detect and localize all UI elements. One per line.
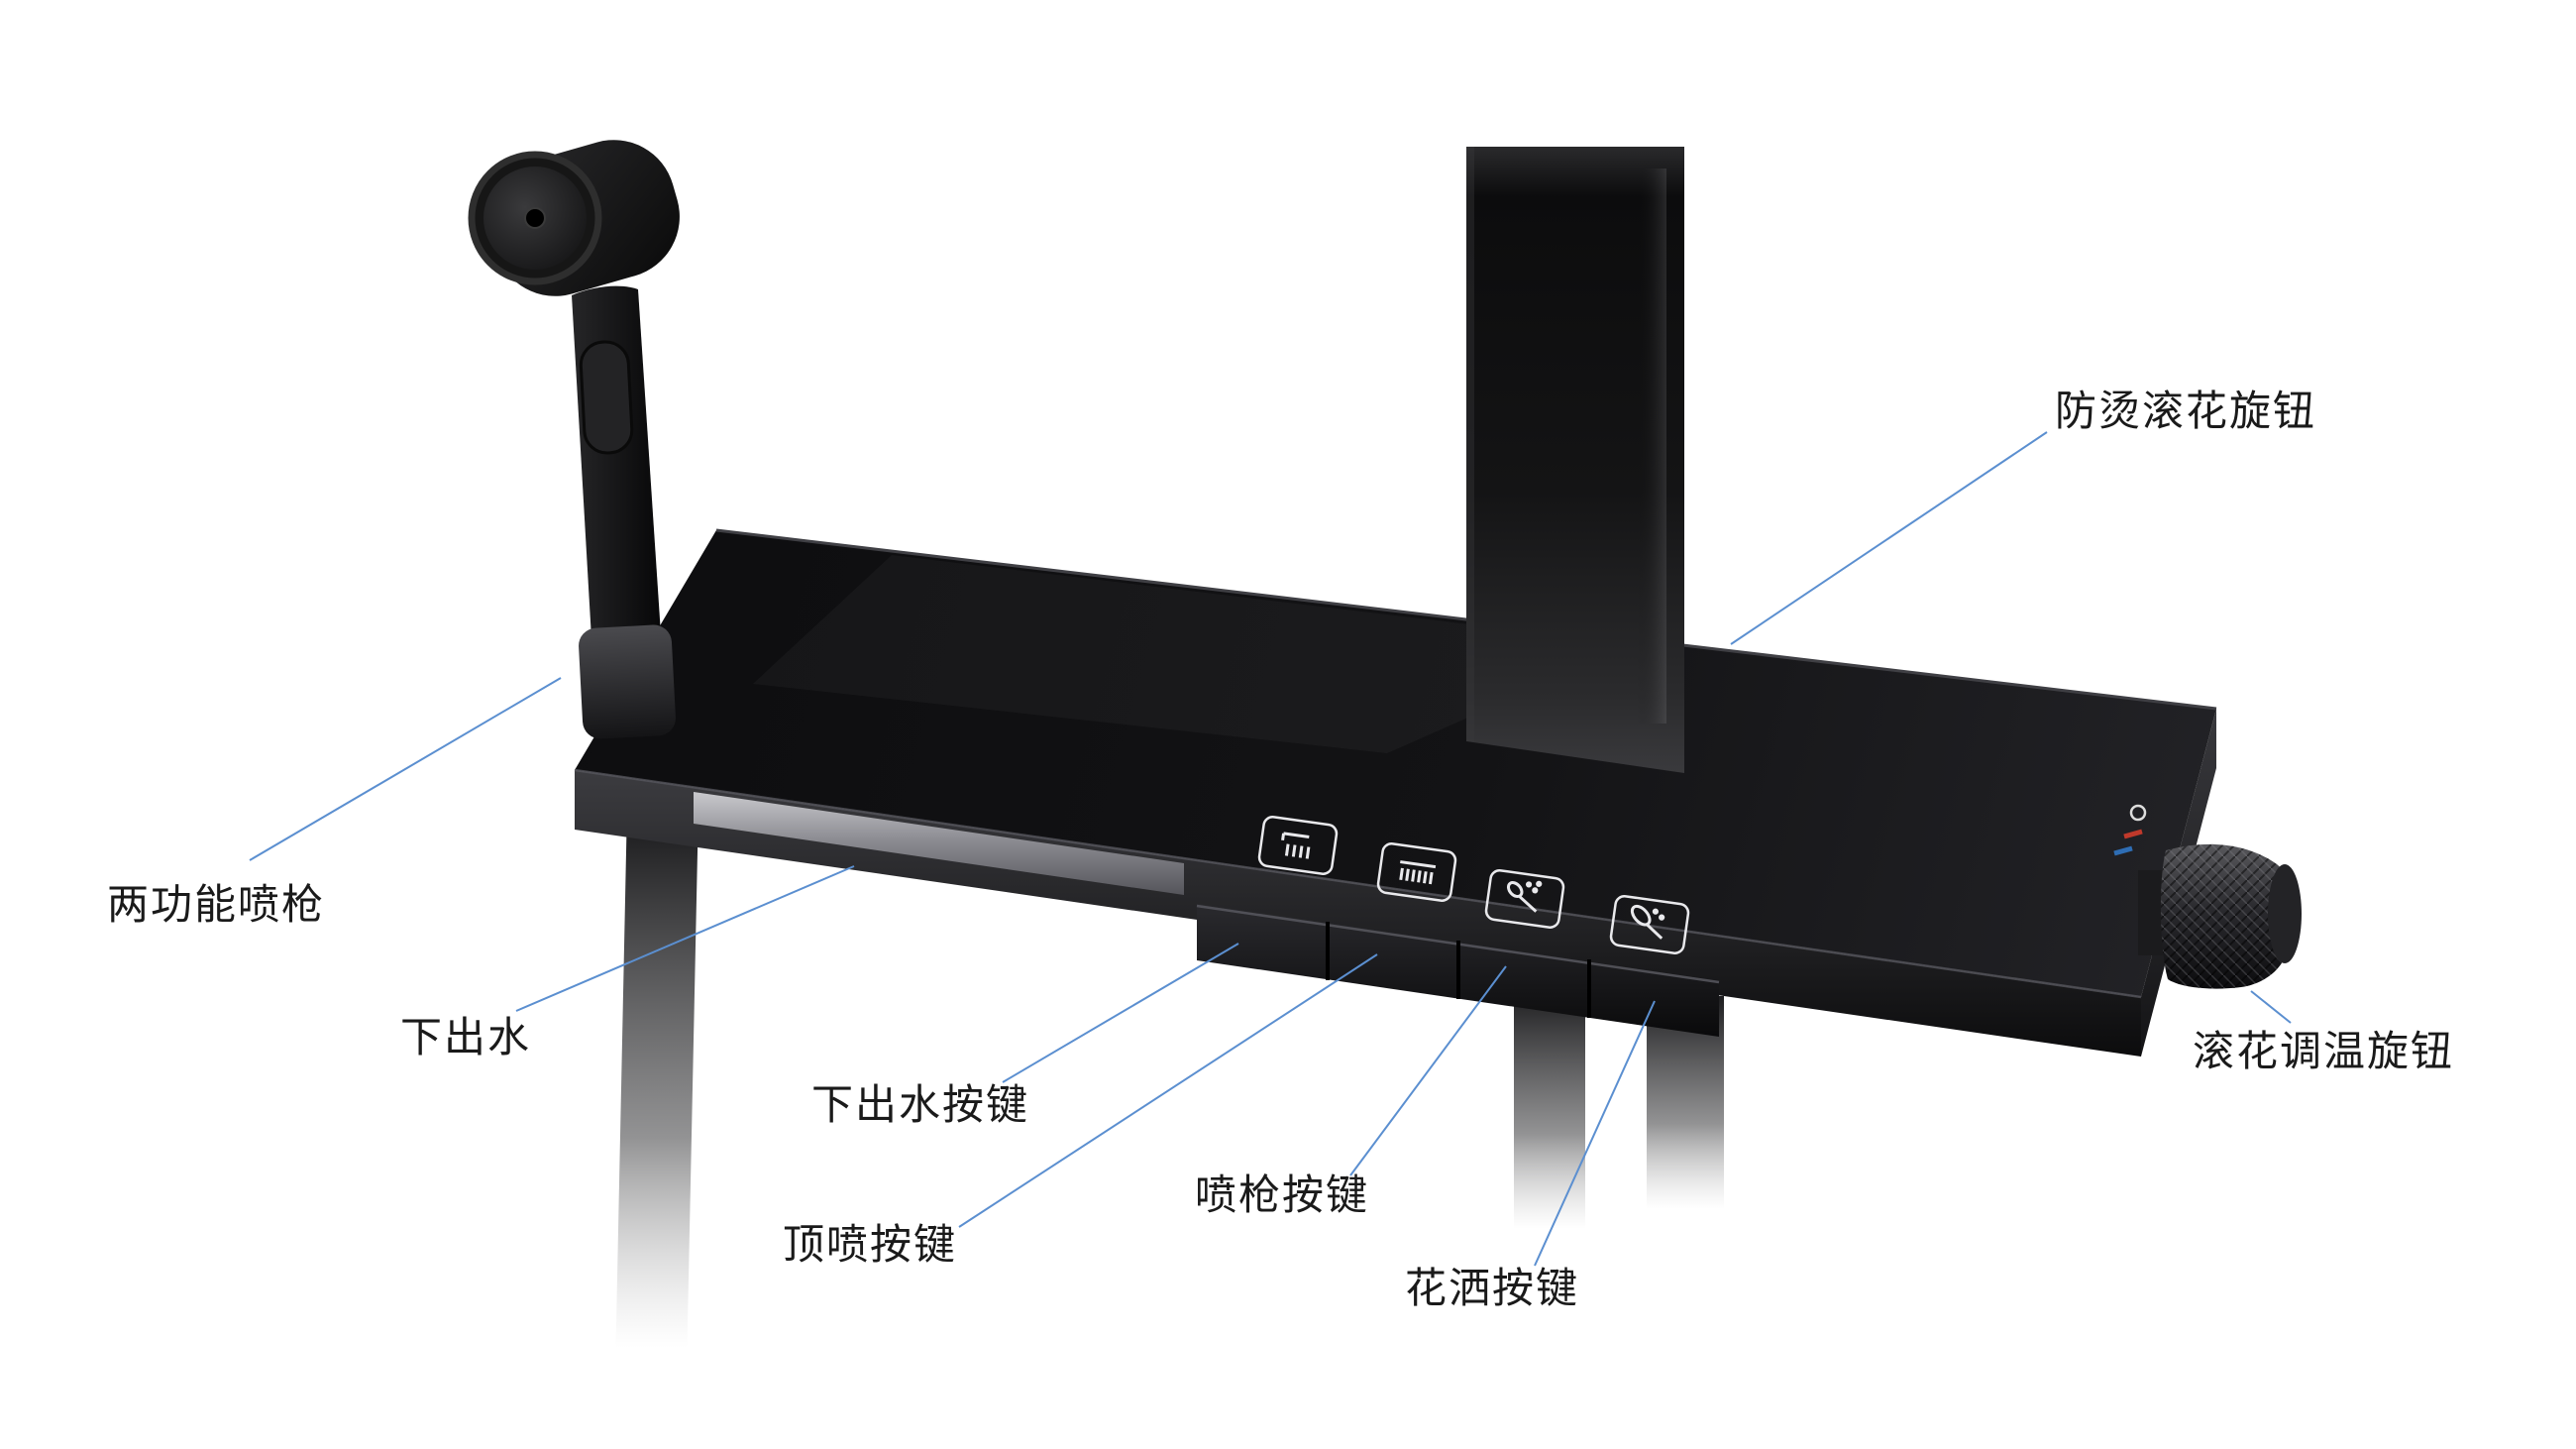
spray-gun-holder bbox=[579, 624, 676, 739]
leader-anti-scald-knob bbox=[1730, 431, 2048, 645]
leader-shower-button bbox=[1534, 1000, 1656, 1267]
knob-end-face bbox=[2268, 864, 2302, 963]
hot-mark bbox=[2123, 829, 2143, 839]
key-bar bbox=[1196, 904, 1720, 1037]
leader-top-spray-button bbox=[958, 953, 1378, 1228]
leader-spray-gun bbox=[249, 677, 562, 861]
leader-spray-gun-button bbox=[1349, 965, 1507, 1176]
label-temp-knob: 滚花调温旋钮 bbox=[2193, 1028, 2455, 1074]
glass-front-edge bbox=[574, 768, 2142, 999]
label-bottom-outlet: 下出水 bbox=[400, 1014, 532, 1060]
cold-mark bbox=[2113, 845, 2133, 856]
label-spray-gun-button: 喷枪按键 bbox=[1195, 1171, 1370, 1218]
touch-icons bbox=[1257, 816, 1690, 954]
temperature-knob bbox=[2138, 843, 2302, 989]
label-top-spray-button: 顶喷按键 bbox=[783, 1221, 958, 1268]
leader-bottom-outlet bbox=[515, 865, 855, 1012]
label-bottom-outlet-button: 下出水按键 bbox=[811, 1081, 1030, 1128]
label-anti-scald-knob: 防烫滚花旋钮 bbox=[2055, 388, 2317, 434]
spray-gun-trigger-button bbox=[579, 340, 634, 455]
bottom-outlet-rail bbox=[694, 792, 1184, 895]
riser-column bbox=[1466, 147, 1684, 773]
overhead-rain-icon bbox=[1376, 842, 1457, 902]
leader-lines bbox=[249, 431, 2292, 1267]
glass-top-surface bbox=[575, 530, 2216, 997]
spray-gun-icon bbox=[1484, 869, 1565, 929]
center-down-pipe bbox=[1514, 991, 1585, 1229]
leader-bottom-outlet-button bbox=[1002, 943, 1239, 1083]
label-shower-button: 花洒按键 bbox=[1405, 1265, 1580, 1311]
leader-temp-knob bbox=[2250, 990, 2292, 1024]
hand-shower-icon bbox=[1609, 895, 1690, 954]
left-down-pipe bbox=[615, 823, 698, 1348]
bottom-outlet-spout-icon bbox=[1257, 816, 1339, 875]
knurl-texture bbox=[2160, 843, 2296, 989]
spray-gun bbox=[468, 140, 680, 739]
temperature-hot-cold-indicator bbox=[2113, 804, 2147, 856]
lower-pipes bbox=[615, 823, 1724, 1348]
spray-face-center bbox=[524, 207, 546, 229]
label-dual-function-gun: 两功能喷枪 bbox=[107, 881, 326, 928]
